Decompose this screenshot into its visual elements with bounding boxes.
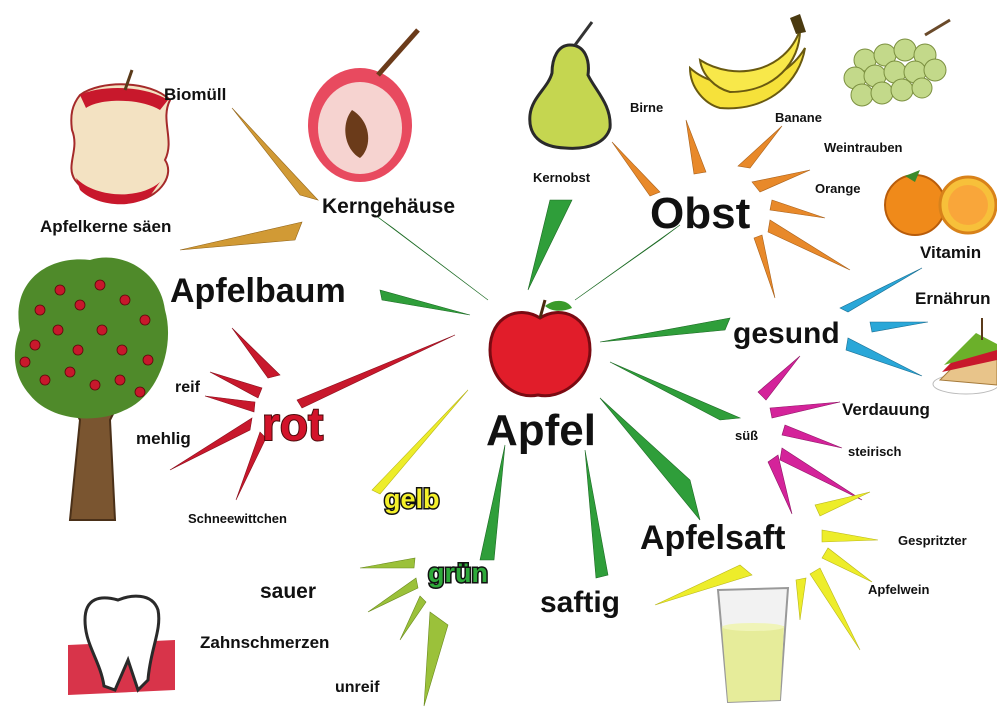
orange-label: Orange	[815, 181, 861, 196]
suess-label: süß	[735, 428, 758, 443]
apfelwein-label: Apfelwein	[868, 582, 929, 597]
spike-obst-7	[754, 235, 775, 298]
vitamin-label: Vitamin	[920, 243, 981, 262]
gelb-label[interactable]: gelb	[384, 484, 440, 514]
spike-sauer	[368, 578, 418, 612]
spike-steirisch	[782, 425, 842, 448]
oranges-picture	[885, 170, 996, 235]
spikes-kerngehaeuse	[180, 108, 318, 250]
spike-banane	[686, 120, 706, 174]
spike-center-suess	[610, 362, 740, 420]
steirisch-label: steirisch	[848, 444, 902, 459]
sauer-label: sauer	[260, 580, 316, 603]
spike-obst-6	[768, 220, 850, 270]
spike-ernaehrung	[870, 322, 928, 332]
center-label: Apfel	[486, 406, 596, 455]
spike-apfelsaft-5	[796, 578, 806, 620]
spikes-suess	[758, 356, 862, 514]
spike-gruen-1	[360, 558, 415, 568]
spike-suess-1	[758, 356, 800, 400]
pear-picture	[530, 22, 610, 148]
spike-apfelwein	[822, 548, 872, 582]
spike-obst-5	[770, 200, 825, 218]
spike-apfelsaft-1	[815, 492, 870, 516]
spike-zahnschmerzen	[400, 596, 426, 640]
spike-birne	[612, 142, 660, 196]
ernaehrung-label: Ernährun	[915, 289, 991, 308]
apfelbaum-label: Apfelbaum	[170, 272, 346, 310]
obst-label: Obst	[650, 189, 751, 238]
saftig-label: saftig	[540, 586, 620, 619]
apple-tree-picture	[15, 257, 168, 520]
spike-gesund-3	[846, 338, 922, 376]
unreif-label: unreif	[335, 679, 380, 696]
apfelkerne-label: Apfelkerne säen	[40, 217, 171, 236]
bananas-picture	[690, 14, 806, 108]
spike-orange	[752, 170, 810, 192]
spike-center-gruen	[480, 445, 505, 560]
mehlig-label: mehlig	[136, 429, 191, 448]
kernobst-label: Kernobst	[533, 170, 591, 185]
spike-center-kernobst	[528, 200, 572, 290]
weintrauben-label: Weintrauben	[824, 140, 903, 155]
zahnschmerzen-label: Zahnschmerzen	[200, 633, 329, 652]
gesund-label: gesund	[733, 317, 840, 350]
apple-core-picture	[71, 70, 170, 204]
tooth-picture	[68, 596, 175, 695]
spike-biomuell	[232, 108, 318, 200]
spike-weintrauben	[738, 126, 782, 168]
spike-center-kerngehaeuse	[375, 215, 488, 300]
spike-center-apfelbaum	[380, 290, 470, 315]
spike-verdauung	[770, 402, 840, 418]
spike-rot-3	[205, 396, 255, 412]
biomuell-label: Biomüll	[164, 85, 226, 104]
kerngehaeuse-label: Kerngehäuse	[322, 195, 455, 218]
gruen-label[interactable]: grün	[428, 558, 488, 588]
reif-label: reif	[175, 379, 201, 396]
apfelsaft-label: Apfelsaft	[640, 519, 785, 557]
spikes-gesund	[840, 268, 928, 376]
banane-label: Banane	[775, 110, 822, 125]
rot-label[interactable]: rot	[262, 398, 323, 450]
spike-apfelkerne	[180, 222, 302, 250]
sandwich-picture	[933, 318, 997, 394]
spike-rot-1	[232, 328, 280, 378]
apple-icon-picture	[490, 300, 590, 396]
juice-glass-picture	[718, 588, 788, 702]
spike-gespritzter	[822, 530, 878, 542]
cut-apple-picture	[308, 30, 418, 182]
verdauung-label: Verdauung	[842, 400, 930, 419]
spike-center-apfelsaft	[600, 398, 700, 520]
spike-unreif	[424, 612, 448, 706]
gespritzter-label: Gespritzter	[898, 533, 967, 548]
grapes-picture	[844, 20, 950, 106]
spike-apfelsaft-4	[810, 568, 860, 650]
spike-reif	[210, 372, 262, 398]
spike-center-gesund	[600, 318, 730, 342]
spike-center-gelb	[372, 390, 468, 494]
birne-label: Birne	[630, 100, 663, 115]
schneewittchen-label: Schneewittchen	[188, 511, 287, 526]
spike-center-saftig	[585, 450, 608, 578]
spike-vitamin	[840, 268, 922, 312]
